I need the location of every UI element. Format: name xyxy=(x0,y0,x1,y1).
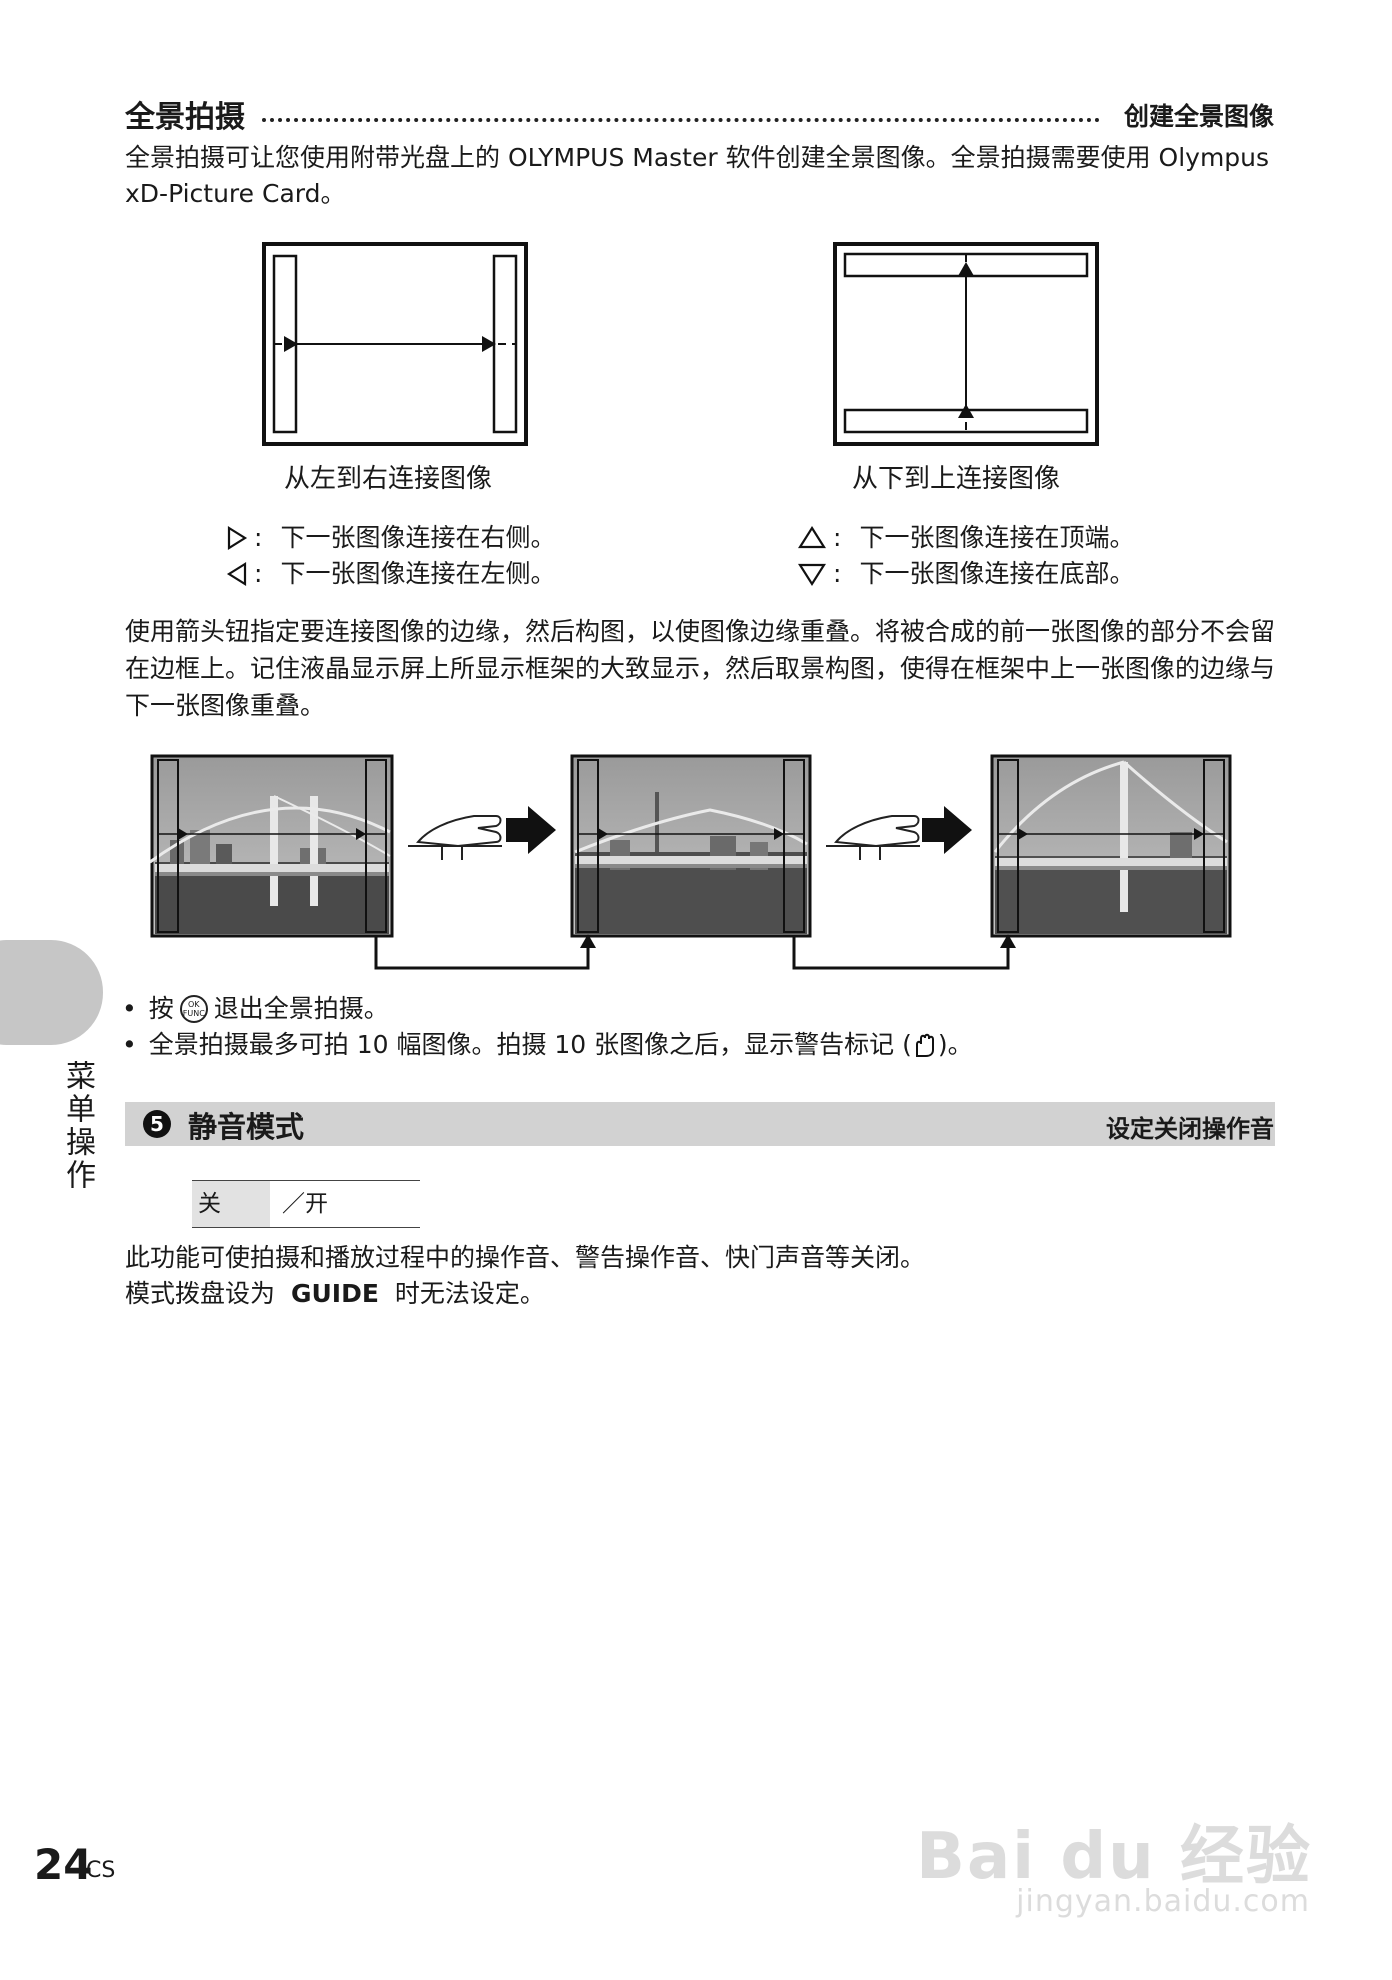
legend-top-text: 下一张图像连接在顶端。 xyxy=(859,523,1135,552)
legend-sep: : xyxy=(833,523,842,552)
bullet-text: 全景拍摄最多可拍 10 幅图像。拍摄 10 张图像之后，显示警告标记 ( xyxy=(148,1030,912,1059)
legend-sep: : xyxy=(254,559,263,588)
bold-arrow-icon xyxy=(506,806,556,854)
bold-arrow-icon xyxy=(922,806,972,854)
bullet-dot: • xyxy=(122,994,137,1023)
panorama-photo-2 xyxy=(570,754,812,938)
legend-sep: : xyxy=(254,523,263,552)
ok-func-icon: OK FUNC xyxy=(179,995,208,1023)
section-number-badge: 5 xyxy=(143,1110,171,1138)
legend-left-text: 下一张图像连接在左侧。 xyxy=(280,559,556,588)
bottom-to-top-diagram xyxy=(833,242,1099,446)
panorama-photo-3 xyxy=(990,754,1232,938)
triangle-up-icon xyxy=(798,525,826,549)
bullet-text: 退出全景拍摄。 xyxy=(213,994,389,1023)
description-line-2: 模式拨盘设为 GUIDE 时无法设定。 xyxy=(125,1276,925,1312)
hand-warning-icon xyxy=(915,1033,934,1057)
panorama-photo-1 xyxy=(150,754,394,938)
legend-top: : 下一张图像连接在顶端。 xyxy=(797,520,1134,556)
left-to-right-caption: 从左到右连接图像 xyxy=(284,464,493,494)
bottom-to-top-caption: 从下到上连接图像 xyxy=(852,464,1061,494)
bullet-dot: • xyxy=(122,1030,137,1059)
silent-mode-description: 此功能可使拍摄和播放过程中的操作音、警告操作音、快门声音等关闭。 模式拨盘设为 … xyxy=(125,1240,925,1312)
watermark-logo: Bai du 经验 xyxy=(916,1820,1312,1894)
left-to-right-diagram xyxy=(262,242,528,446)
option-on: ／开 xyxy=(282,1191,328,1217)
watermark-url: jingyan.baidu.com xyxy=(1016,1884,1310,1919)
func-label: FUNC xyxy=(182,1009,205,1018)
section-heading: 全景拍摄 xyxy=(125,100,245,135)
option-off: 关 xyxy=(192,1181,270,1227)
guide-label: GUIDE xyxy=(290,1279,379,1308)
legend-right-text: 下一张图像连接在右侧。 xyxy=(280,523,556,552)
finger-icon xyxy=(408,815,502,860)
description-line-1: 此功能可使拍摄和播放过程中的操作音、警告操作音、快门声音等关闭。 xyxy=(125,1243,926,1272)
legend-bottom: : 下一张图像连接在底部。 xyxy=(797,556,1134,592)
intro-paragraph: 全景拍摄可让您使用附带光盘上的 OLYMPUS Master 软件创建全景图像。… xyxy=(125,143,1270,208)
section-bar xyxy=(125,1102,1275,1146)
page-number: 24 xyxy=(34,1840,93,1889)
legend-sep: : xyxy=(833,559,842,588)
instruction-paragraph: 使用箭头钮指定要连接图像的边缘，然后构图，以使图像边缘重叠。将被合成的前一张图像… xyxy=(125,617,1276,720)
legend-right: : 下一张图像连接在右侧。 xyxy=(226,520,555,556)
side-chapter-label: 菜单操作 xyxy=(60,1060,95,1192)
triangle-down-icon xyxy=(798,563,826,587)
bullet-exit: • 按 OK FUNC 退出全景拍摄。 xyxy=(122,992,389,1026)
side-tab xyxy=(0,940,103,1045)
finger-icon xyxy=(826,815,920,860)
options-table: 关 ／开 xyxy=(192,1180,420,1228)
section-title: 静音模式 xyxy=(188,1110,305,1144)
section-summary: 设定关闭操作音 xyxy=(1106,1115,1274,1143)
triangle-left-icon xyxy=(226,562,247,586)
legend-left: : 下一张图像连接在左侧。 xyxy=(226,556,555,592)
ok-label: OK xyxy=(187,1000,200,1009)
bullet-max: • 全景拍摄最多可拍 10 幅图像。拍摄 10 张图像之后，显示警告标记 ( )… xyxy=(122,1028,973,1062)
line2-pre: 模式拨盘设为 xyxy=(125,1279,276,1308)
legend-bottom-text: 下一张图像连接在底部。 xyxy=(859,559,1135,588)
panorama-sequence-illustration xyxy=(150,754,1232,970)
bullet-text: 按 xyxy=(148,994,174,1023)
dotted-leader xyxy=(262,118,1100,122)
heading-summary: 创建全景图像 xyxy=(1123,102,1274,131)
triangle-right-icon xyxy=(227,526,248,550)
page-language: CS xyxy=(86,1858,116,1883)
bullet-text: )。 xyxy=(937,1030,973,1059)
line2-post: 时无法设定。 xyxy=(394,1279,545,1308)
